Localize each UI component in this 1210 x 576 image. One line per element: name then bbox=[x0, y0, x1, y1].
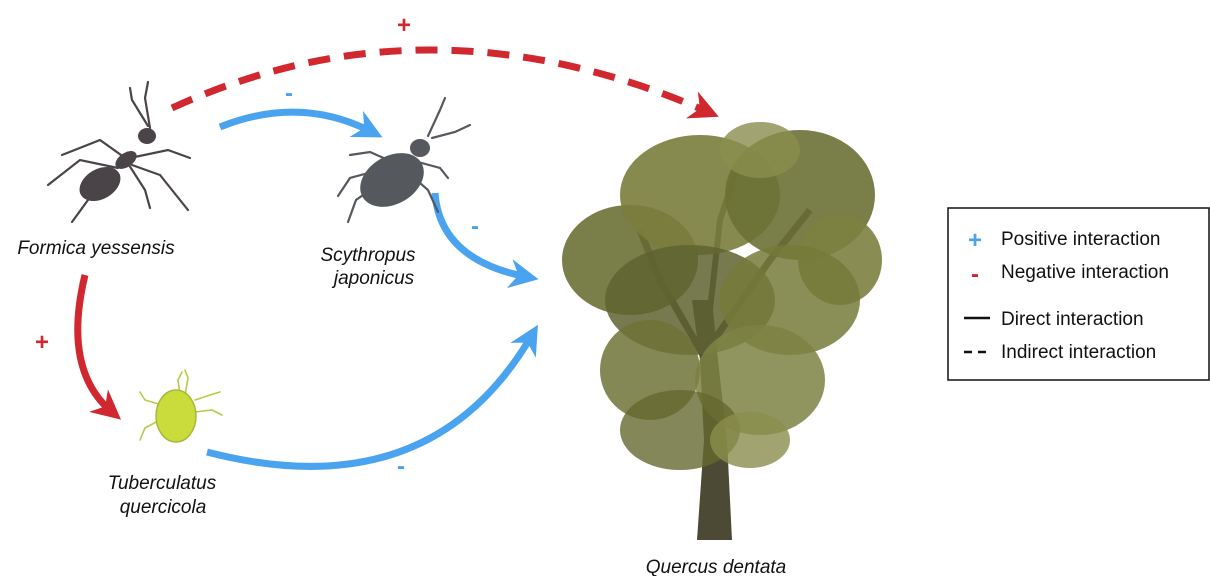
label-scythropus-line2: japonicus bbox=[331, 268, 415, 289]
arrow-ant-to-tree-indirect bbox=[172, 50, 708, 112]
legend: + Positive interaction - Negative intera… bbox=[948, 208, 1209, 380]
aphid-illustration bbox=[140, 370, 222, 442]
ant-illustration bbox=[48, 82, 190, 222]
sign-weevil-tree: - bbox=[471, 213, 479, 240]
legend-negative-label: Negative interaction bbox=[1001, 262, 1169, 283]
weevil-illustration bbox=[338, 98, 470, 222]
label-tuberculatus-line1: Tuberculatus bbox=[108, 473, 217, 494]
legend-indirect-label: Indirect interaction bbox=[1001, 342, 1156, 363]
arrow-weevil-to-tree bbox=[435, 193, 527, 277]
label-formica-yessensis: Formica yessensis bbox=[17, 238, 175, 259]
arrow-ant-to-weevil bbox=[220, 112, 372, 132]
legend-direct-label: Direct interaction bbox=[1001, 309, 1144, 330]
label-tuberculatus-line2: quercicola bbox=[120, 497, 207, 518]
sign-ant-aphid: + bbox=[35, 329, 49, 356]
label-scythropus-line1: Scythropus bbox=[320, 245, 416, 266]
label-quercus-dentata: Quercus dentata bbox=[646, 557, 786, 576]
legend-negative-symbol: - bbox=[971, 261, 979, 288]
legend-positive-label: Positive interaction bbox=[1001, 229, 1160, 250]
tree-illustration bbox=[562, 122, 882, 540]
sign-aphid-tree: - bbox=[397, 453, 405, 480]
sign-ant-weevil: - bbox=[285, 80, 293, 107]
legend-positive-symbol: + bbox=[968, 227, 982, 254]
sign-ant-tree: + bbox=[397, 12, 411, 39]
arrow-ant-to-aphid bbox=[78, 275, 112, 412]
arrow-aphid-to-tree bbox=[207, 335, 532, 466]
